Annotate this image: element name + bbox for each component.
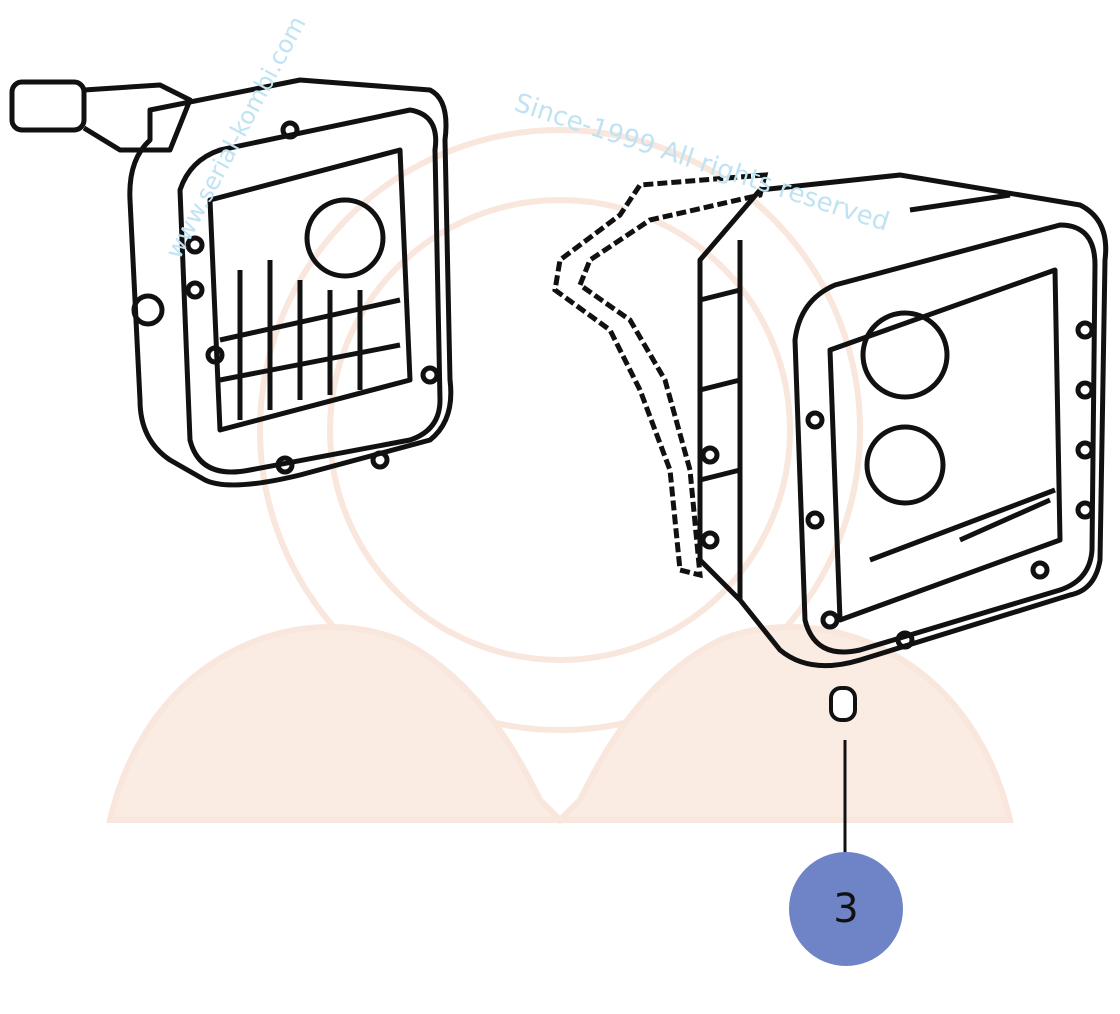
callout-circle xyxy=(789,852,903,966)
gearbox-cover xyxy=(9,77,454,488)
watermark-logo xyxy=(106,127,1014,825)
gearbox-housing xyxy=(697,172,1109,669)
dowel-pin xyxy=(829,686,857,722)
callout-3[interactable]: 3 xyxy=(833,886,859,932)
gasket xyxy=(552,172,769,579)
